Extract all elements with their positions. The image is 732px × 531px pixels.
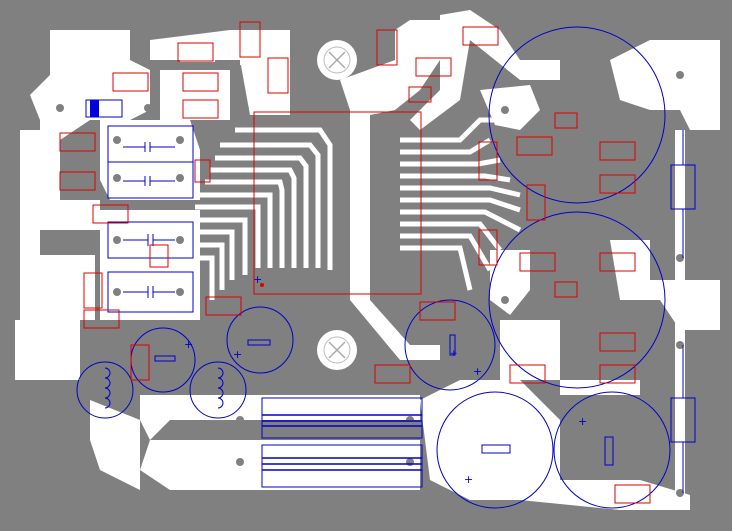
copper-trace-bottom-right <box>420 380 690 510</box>
copper-pad-right-top <box>610 40 720 130</box>
polarity-plus-mark: + <box>473 365 482 378</box>
diode-symbol <box>85 99 123 118</box>
capacitor-symbol <box>123 142 614 466</box>
capacitor-outline <box>404 299 496 391</box>
copper-loop-top-right <box>410 10 560 130</box>
copper-trace-bottom-lower <box>140 440 420 490</box>
polarity-plus-mark: + <box>578 415 587 428</box>
polarity-marks: + + + + + + + <box>184 273 587 486</box>
polarity-plus-mark: + <box>450 349 458 359</box>
copper-trace-top <box>150 30 290 115</box>
ic-outline <box>253 111 422 295</box>
copper-pour-left-low <box>40 255 95 320</box>
silkscreen-markings <box>59 21 651 504</box>
copper-pad-cap-top <box>480 85 540 130</box>
copper-trunk-center <box>340 20 440 360</box>
polarity-plus-mark: + <box>253 273 262 286</box>
copper-pour-bottom-left <box>15 320 80 380</box>
copper-pad-right-mid <box>610 240 720 330</box>
trace-fanout-left <box>178 127 333 300</box>
copper-pour-left-edge <box>20 130 40 330</box>
ic-pin1-mark <box>260 283 264 287</box>
inductor-outline <box>189 361 247 419</box>
polarity-plus-mark: + <box>464 473 473 486</box>
capacitor-outline <box>488 26 666 204</box>
copper-trace-bottom-right-link <box>560 380 640 395</box>
copper-pour-right-center <box>500 320 560 380</box>
drill-holes <box>56 71 684 497</box>
capacitor-outline <box>226 306 294 374</box>
capacitor-outline <box>553 391 671 509</box>
capacitor-box <box>107 271 194 313</box>
pad <box>60 40 95 62</box>
shunt-resistor-outline <box>261 397 423 439</box>
polarity-plus-mark: + <box>184 338 193 351</box>
mounting-hole-icon <box>317 40 357 80</box>
copper-pour-top-center <box>160 70 230 120</box>
copper-pour-left-mid <box>40 200 100 230</box>
capacitor-outline <box>436 391 554 509</box>
copper-pour-cap-area <box>100 120 200 200</box>
component-outlines <box>76 26 696 509</box>
inductor-outline <box>76 361 134 419</box>
mounting-hole-icon <box>317 330 357 370</box>
polarity-plus-mark: + <box>233 348 242 361</box>
trace-fanout-right <box>400 117 522 291</box>
shunt-resistor-outline <box>261 444 423 488</box>
pad <box>100 40 130 62</box>
capacitor-outline <box>488 211 666 389</box>
copper-trace-bottom-upper <box>140 395 420 440</box>
copper-trace-bottom-left <box>90 400 140 490</box>
